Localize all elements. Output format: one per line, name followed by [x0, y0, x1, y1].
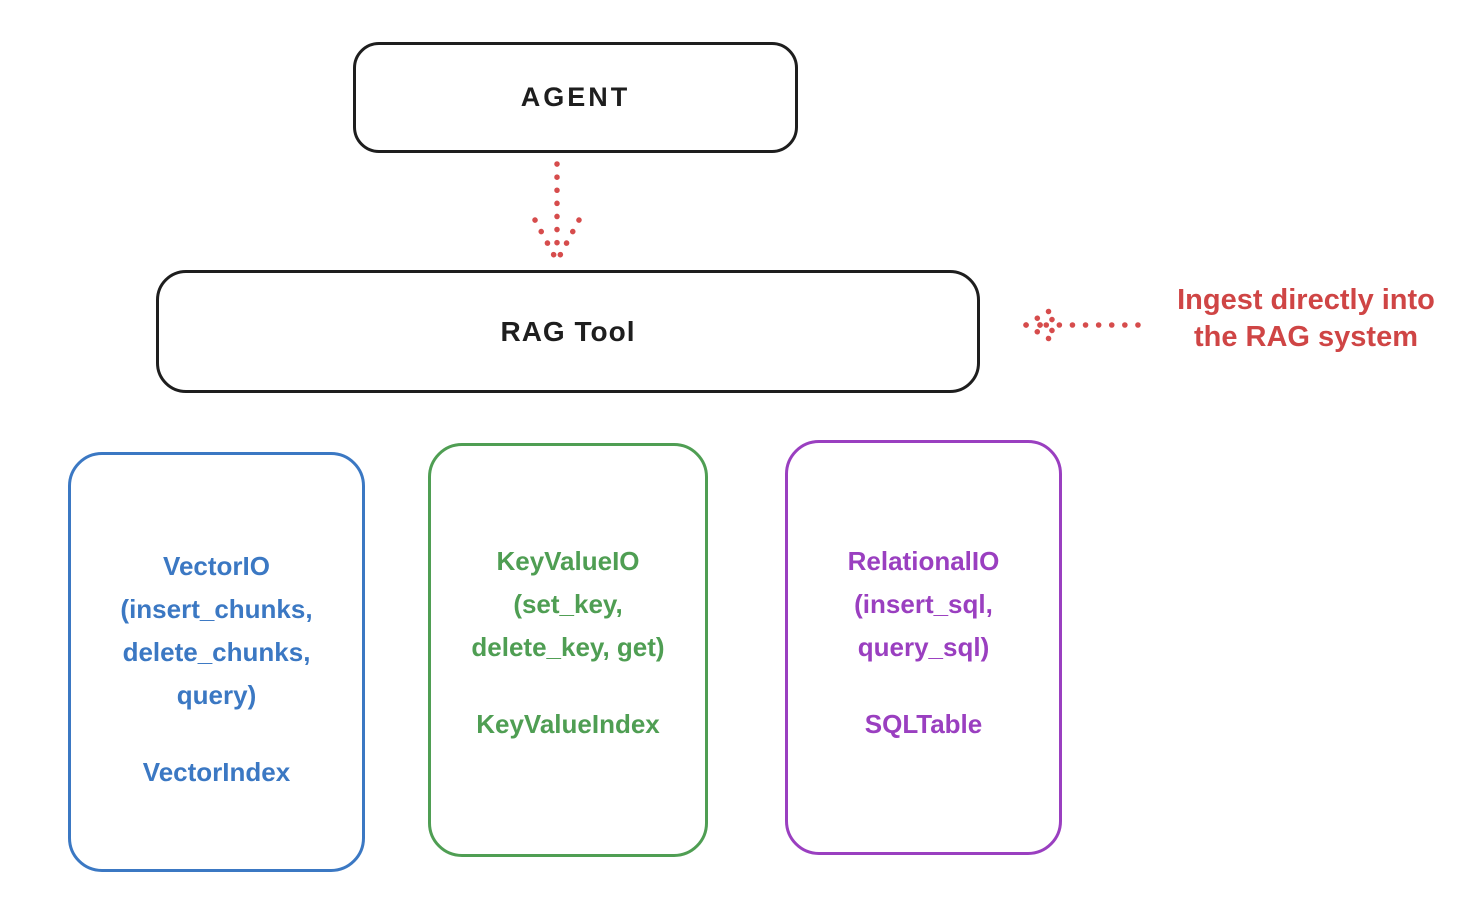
backend-line: VectorIO	[163, 551, 270, 581]
backend-line: delete_key, get)	[471, 632, 665, 662]
backend-line: RelationalIO	[847, 546, 1000, 576]
agent-box: AGENT	[353, 42, 798, 153]
arrow-down-icon	[532, 161, 582, 262]
backend-line: query)	[176, 680, 257, 710]
backend-line: KeyValueIO	[496, 546, 640, 576]
annotation-text: Ingest directly into the RAG system	[1140, 282, 1472, 356]
arrow-left-icon	[1023, 304, 1141, 346]
backend-index-label: VectorIndex	[142, 757, 291, 787]
backend-line: (insert_chunks,	[120, 594, 313, 624]
rag-tool-box: RAG Tool	[156, 270, 980, 393]
spacer	[71, 717, 362, 751]
backend-box-relational-io: RelationalIO (insert_sql, query_sql) SQL…	[785, 440, 1062, 855]
backend-line: delete_chunks,	[122, 637, 311, 667]
annotation-line-1: Ingest directly into	[1177, 284, 1435, 316]
backend-line: query_sql)	[857, 632, 990, 662]
spacer	[431, 669, 705, 703]
agent-label: AGENT	[520, 82, 631, 112]
annotation-line-2: the RAG system	[1193, 321, 1418, 353]
backend-index-label: KeyValueIndex	[476, 709, 660, 739]
backend-box-vector-io: VectorIO (insert_chunks, delete_chunks, …	[68, 452, 365, 872]
backend-box-keyvalue-io: KeyValueIO (set_key, delete_key, get) Ke…	[428, 443, 708, 857]
backend-line: (insert_sql,	[854, 589, 993, 619]
backend-index-label: SQLTable	[864, 709, 983, 739]
rag-tool-label: RAG Tool	[500, 315, 636, 347]
backend-line: (set_key,	[513, 589, 623, 619]
spacer	[788, 669, 1059, 703]
